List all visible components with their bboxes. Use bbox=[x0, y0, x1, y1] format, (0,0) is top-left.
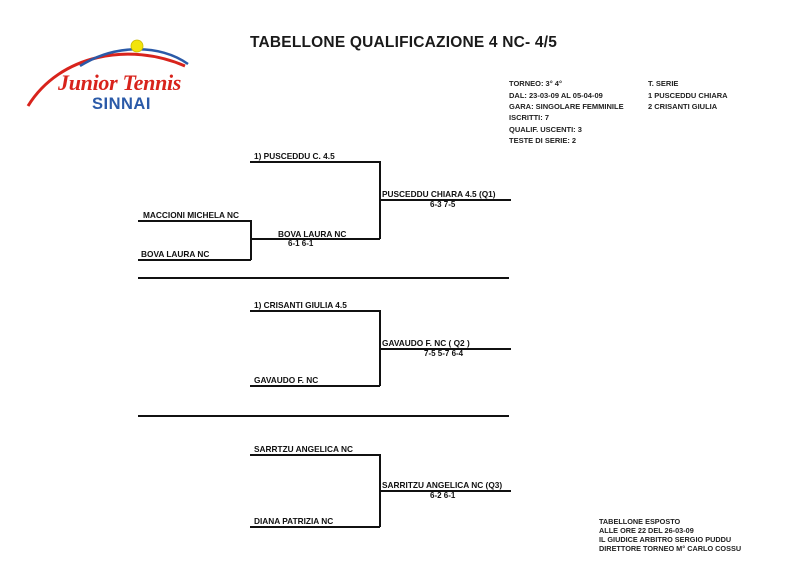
bracket-line bbox=[250, 220, 252, 260]
bracket-line bbox=[250, 454, 380, 456]
bracket-line bbox=[250, 385, 380, 387]
bracket-line bbox=[250, 161, 380, 163]
seed-item: 2 CRISANTI GIULIA bbox=[648, 102, 718, 111]
qualifier-name: PUSCEDDU CHIARA 4.5 (Q1) bbox=[382, 189, 496, 199]
bracket-line bbox=[250, 238, 380, 240]
section-divider bbox=[138, 277, 509, 279]
bracket-line bbox=[138, 220, 251, 222]
match-score: 6-2 6-1 bbox=[430, 491, 456, 500]
player-name: MACCIONI MICHELA NC bbox=[143, 210, 240, 220]
bracket-line bbox=[379, 490, 511, 492]
qualifier-name: SARRITZU ANGELICA NC (Q3) bbox=[382, 480, 503, 490]
section-divider bbox=[138, 415, 509, 417]
info-dates: DAL: 23-03-09 AL 05-04-09 bbox=[509, 91, 603, 100]
bracket-line bbox=[379, 199, 511, 201]
match-score: 7-5 5-7 6-4 bbox=[424, 349, 464, 358]
player-name: SARRTZU ANGELICA NC bbox=[254, 444, 353, 454]
bracket-line bbox=[250, 526, 380, 528]
bracket-line bbox=[250, 310, 380, 312]
seed-item: 1 PUSCEDDU CHIARA bbox=[648, 91, 728, 100]
footer-line: ALLE ORE 22 DEL 26-03-09 bbox=[599, 526, 694, 535]
info-teste: TESTE DI SERIE: 2 bbox=[509, 136, 577, 145]
footer-line: TABELLONE ESPOSTO bbox=[599, 517, 681, 526]
player-name: GAVAUDO F. NC bbox=[254, 375, 319, 385]
match-score: 6-3 7-5 bbox=[430, 200, 456, 209]
footer-line: IL GIUDICE ARBITRO SERGIO PUDDU bbox=[599, 535, 732, 544]
match-score: 6-1 6-1 bbox=[288, 239, 314, 248]
info-iscritti: ISCRITTI: 7 bbox=[509, 113, 550, 122]
match-winner: BOVA LAURA NC bbox=[278, 229, 347, 239]
logo-text-sinnai: SINNAI bbox=[92, 95, 151, 113]
logo-swoosh-icon bbox=[26, 39, 189, 107]
page-title: TABELLONE QUALIFICAZIONE 4 NC- 4/5 bbox=[250, 34, 558, 51]
footer-line: DIRETTORE TORNEO M° CARLO COSSU bbox=[599, 544, 742, 553]
tennis-ball-icon bbox=[130, 39, 144, 53]
info-torneo: TORNEO: 3° 4° bbox=[509, 79, 562, 88]
seeds-header: T. SERIE bbox=[648, 79, 679, 88]
bracket-line bbox=[379, 348, 511, 350]
logo-text-junior-tennis: Junior Tennis bbox=[58, 70, 182, 95]
info-qualif: QUALIF. USCENTI: 3 bbox=[509, 125, 582, 134]
player-name: 1) PUSCEDDU C. 4.5 bbox=[254, 151, 335, 161]
player-name: 1) CRISANTI GIULIA 4.5 bbox=[254, 300, 347, 310]
player-name: BOVA LAURA NC bbox=[141, 249, 210, 259]
qualifier-name: GAVAUDO F. NC ( Q2 ) bbox=[382, 338, 470, 348]
info-gara: GARA: SINGOLARE FEMMINILE bbox=[509, 102, 624, 111]
player-name: DIANA PATRIZIA NC bbox=[254, 516, 334, 526]
bracket-line bbox=[138, 259, 251, 261]
